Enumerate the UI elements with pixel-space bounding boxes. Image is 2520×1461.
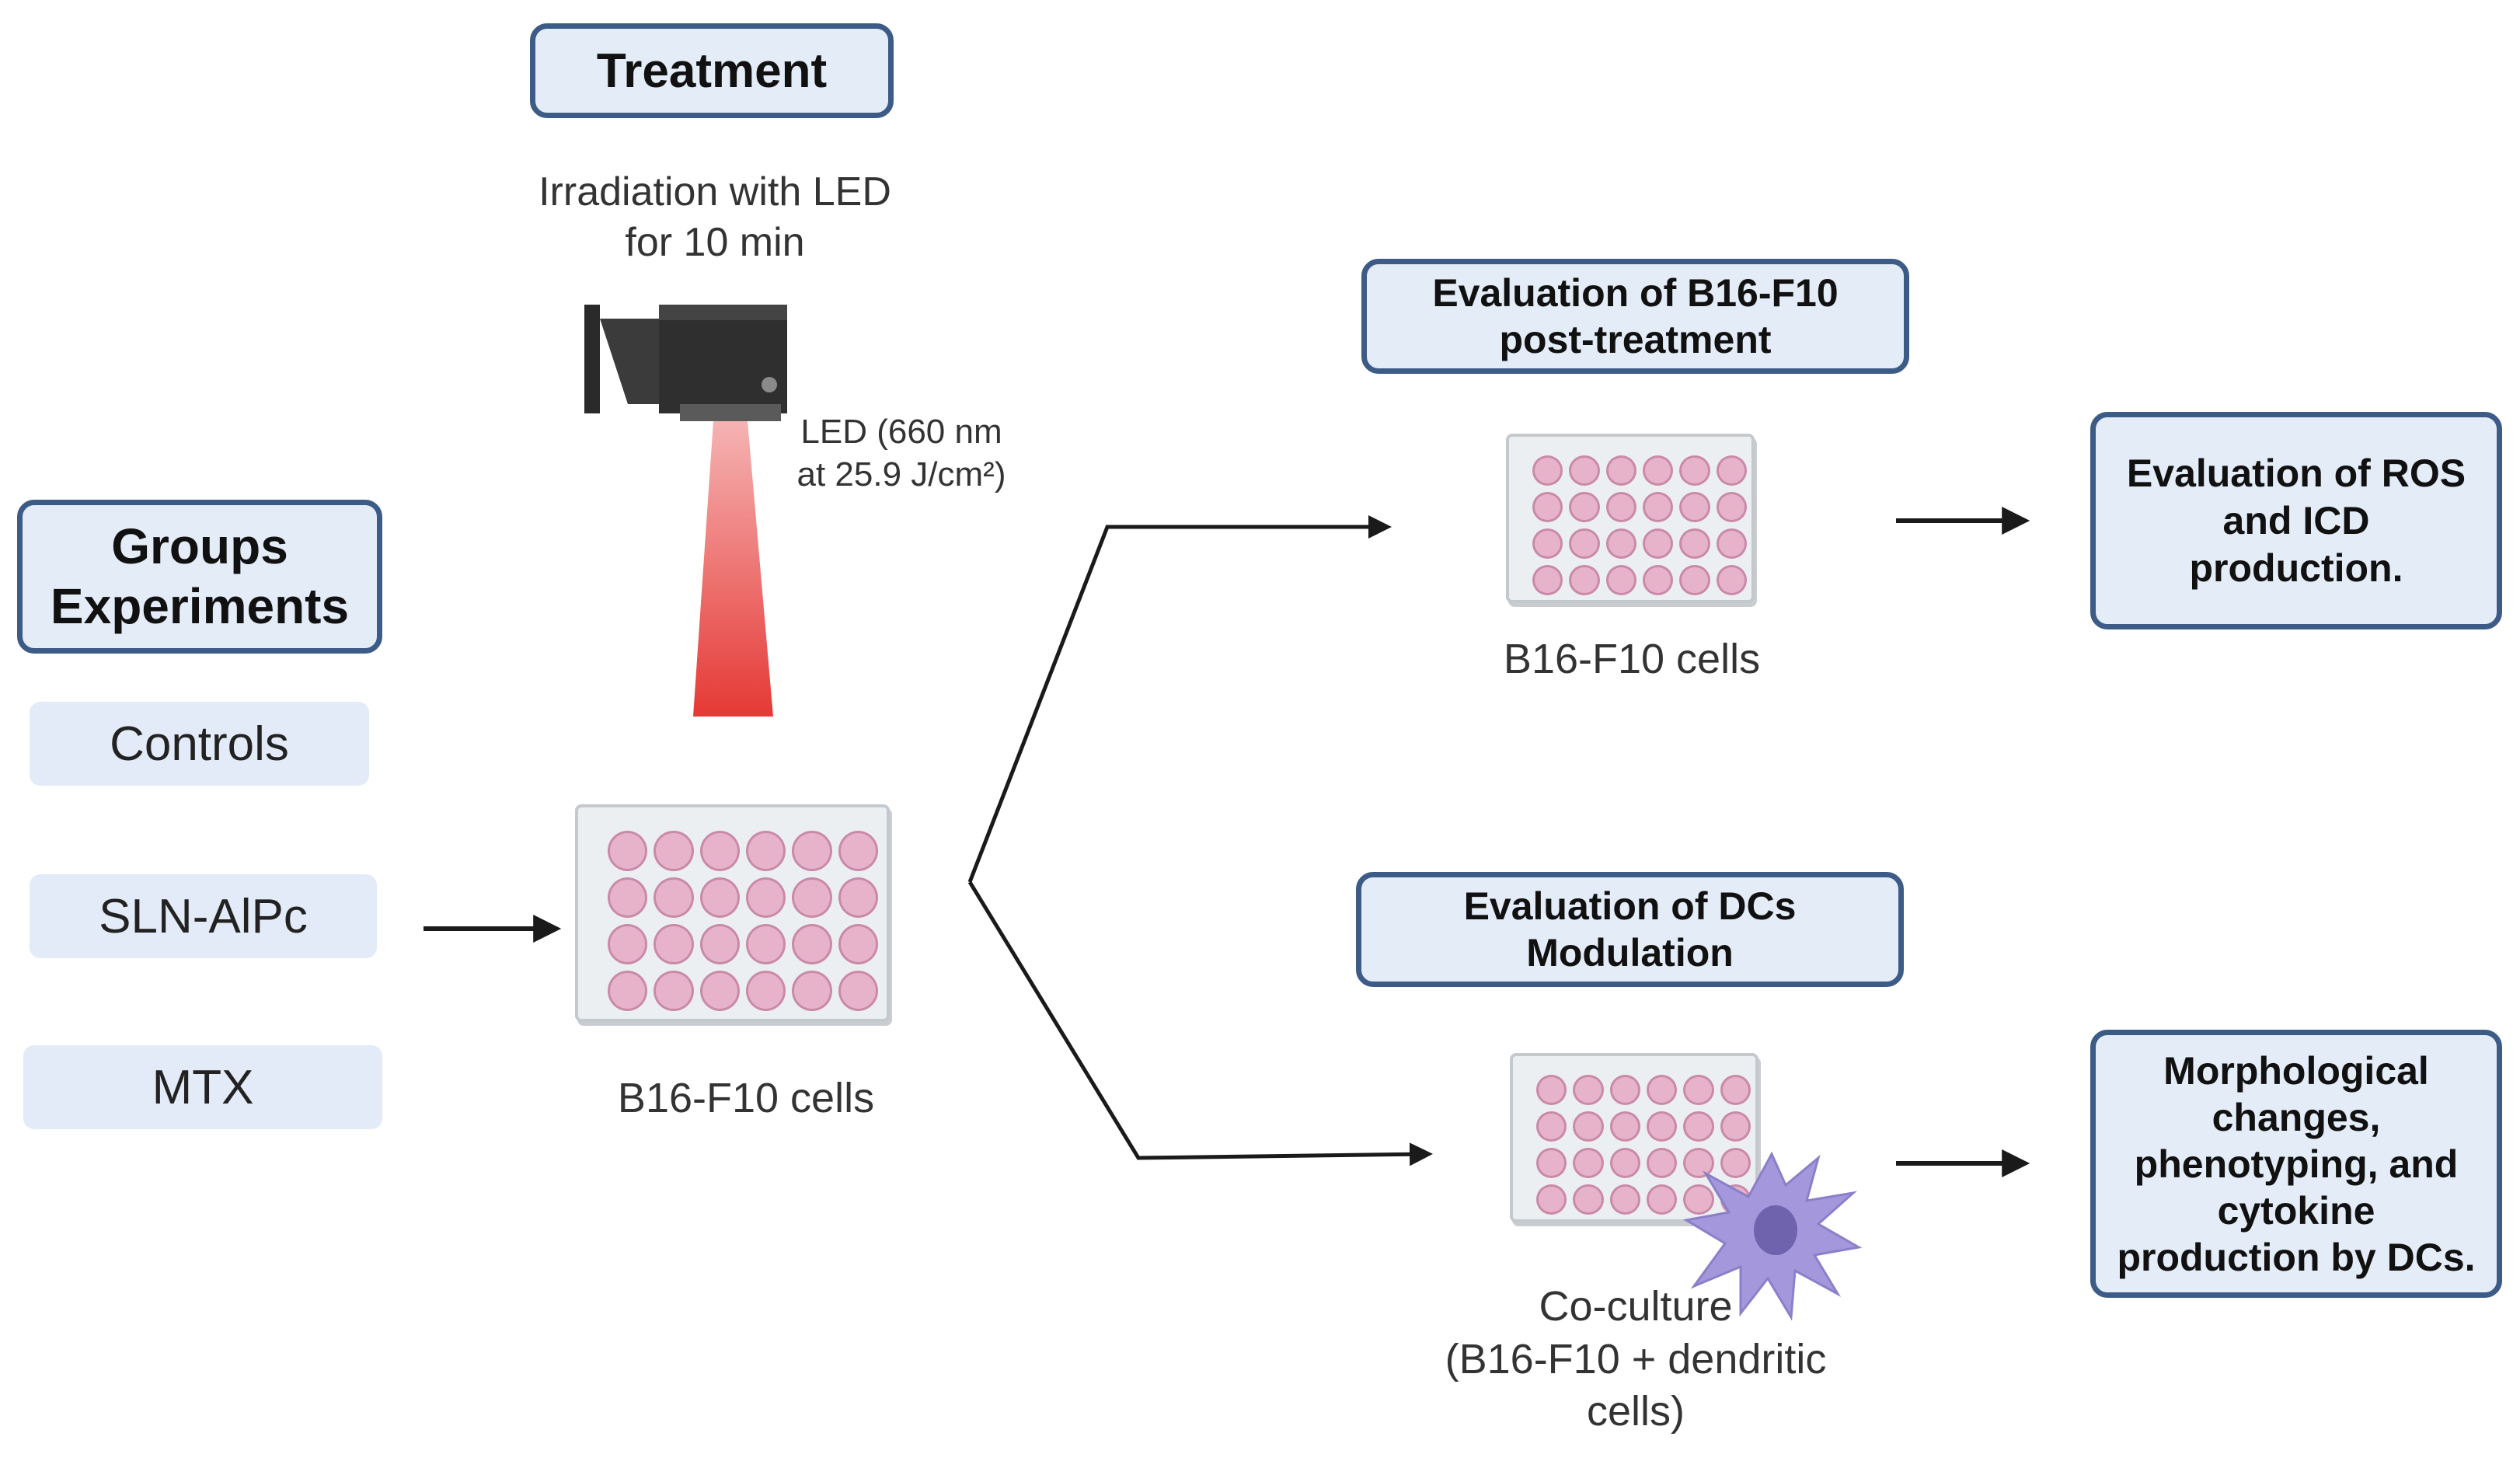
well — [1569, 455, 1600, 486]
well — [1573, 1148, 1604, 1178]
result-dcs-box: Morphological changes, phenotyping, and … — [2090, 1030, 2502, 1298]
led-caption: LED (660 nm at 25.9 J/cm²) — [796, 413, 1006, 493]
well — [608, 831, 648, 871]
well — [1532, 492, 1563, 522]
well — [838, 924, 878, 964]
well — [792, 924, 832, 964]
well — [608, 877, 648, 918]
well — [745, 924, 786, 964]
well — [838, 971, 878, 1011]
well — [1605, 492, 1636, 522]
well — [792, 971, 832, 1011]
well — [699, 831, 740, 871]
well-plate-main — [575, 804, 890, 1022]
well — [1716, 492, 1747, 522]
irradiation-caption: Irradiation with LED for 10 min — [539, 169, 891, 265]
well — [1609, 1184, 1640, 1215]
well — [1679, 565, 1710, 595]
well — [1720, 1111, 1751, 1142]
well — [838, 831, 878, 871]
well — [1569, 528, 1600, 559]
well — [1536, 1184, 1567, 1215]
well-plate-b16 — [1506, 434, 1755, 603]
well — [654, 877, 694, 918]
well — [1573, 1111, 1604, 1142]
groups-title-line1: Groups — [111, 518, 288, 575]
well — [608, 971, 648, 1011]
well — [1605, 565, 1636, 595]
well — [745, 831, 786, 871]
well — [1646, 1075, 1678, 1105]
well — [1646, 1148, 1678, 1178]
well — [1573, 1075, 1604, 1105]
branch-lower — [967, 880, 1433, 1166]
well — [1532, 455, 1563, 486]
well — [745, 971, 786, 1011]
well — [1720, 1075, 1751, 1105]
well — [838, 877, 878, 918]
well — [1683, 1075, 1714, 1105]
well — [654, 924, 694, 964]
well — [699, 924, 740, 964]
well — [1716, 455, 1747, 486]
well-grid — [1529, 452, 1750, 598]
well — [1642, 565, 1674, 595]
well — [608, 924, 648, 964]
well-grid — [605, 828, 881, 1014]
treatment-title-box: Treatment — [530, 23, 894, 118]
eval-b16-title-box: Evaluation of B16-F10 post-treatment — [1361, 259, 1909, 374]
well — [699, 877, 740, 918]
well — [1646, 1111, 1678, 1142]
eval-dcs-title-box: Evaluation of DCs Modulation — [1356, 872, 1904, 987]
well — [1605, 455, 1636, 486]
well — [1720, 1148, 1751, 1178]
group-item-controls: Controls — [30, 702, 369, 786]
well — [1683, 1184, 1714, 1215]
well — [1536, 1111, 1567, 1142]
well — [792, 831, 832, 871]
plate-b16-caption: B16-F10 cells — [1503, 636, 1761, 682]
well-plate-dcs — [1510, 1053, 1758, 1222]
well-grid — [1533, 1072, 1754, 1218]
well — [1569, 492, 1600, 522]
well — [745, 877, 786, 918]
well — [654, 831, 694, 871]
well — [1536, 1075, 1567, 1105]
well — [1609, 1075, 1640, 1105]
well — [1573, 1184, 1604, 1215]
well — [1683, 1148, 1714, 1178]
plate-main-caption: B16-F10 cells — [617, 1075, 875, 1121]
well — [1532, 565, 1563, 595]
well — [1683, 1111, 1714, 1142]
well — [1716, 565, 1747, 595]
groups-title-box: Groups Experiments — [17, 500, 382, 654]
well — [1642, 528, 1674, 559]
well — [1609, 1111, 1640, 1142]
treatment-title: Treatment — [596, 44, 828, 98]
well — [1532, 528, 1563, 559]
well — [1569, 565, 1600, 595]
groups-title-line2: Experiments — [50, 578, 350, 634]
well — [1679, 528, 1710, 559]
well — [699, 971, 740, 1011]
well — [792, 877, 832, 918]
coculture-caption: Co-culture (B16-F10 + dendritic cells) — [1445, 1283, 1827, 1435]
well — [1642, 492, 1674, 522]
result-ros-box: Evaluation of ROS and ICD production. — [2090, 412, 2502, 629]
well — [1679, 455, 1710, 486]
group-item-mtx: MTX — [23, 1045, 382, 1129]
well — [1679, 492, 1710, 522]
well — [1536, 1148, 1567, 1178]
well — [1642, 455, 1674, 486]
well — [1646, 1184, 1678, 1215]
well — [1605, 528, 1636, 559]
well — [1716, 528, 1747, 559]
well — [1609, 1148, 1640, 1178]
branch-upper — [967, 515, 1392, 883]
group-item-sln-alpc: SLN-AlPc — [30, 874, 377, 958]
well — [654, 971, 694, 1011]
